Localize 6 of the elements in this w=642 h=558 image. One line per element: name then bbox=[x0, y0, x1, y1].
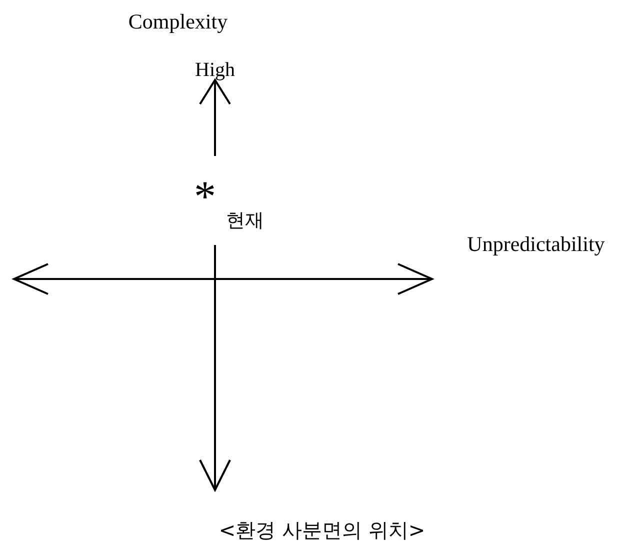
axis-end-label: High bbox=[195, 60, 235, 80]
axis-label: Complexity bbox=[128, 12, 228, 32]
caption: <환경 사분면의 위치> bbox=[218, 520, 426, 540]
position-label: 현재 bbox=[226, 212, 264, 230]
position-marker: * bbox=[194, 175, 216, 219]
axis-label: Unpredictability bbox=[466, 231, 606, 258]
